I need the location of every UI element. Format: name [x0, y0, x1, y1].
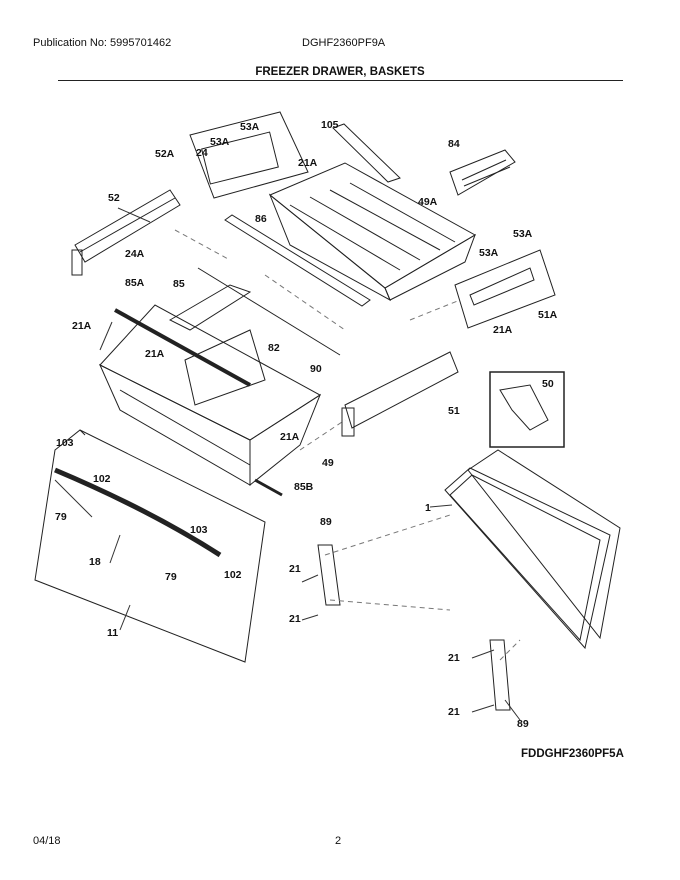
callout-49A: 49A — [418, 196, 438, 208]
callout-11: 11 — [107, 627, 118, 639]
model-number: DGHF2360PF9A — [302, 37, 386, 49]
callout-85B: 85B — [294, 481, 314, 493]
diagram-code: FDDGHF2360PF5A — [521, 748, 624, 760]
callout-52A: 52A — [155, 148, 175, 160]
callout-105: 105 — [321, 119, 339, 131]
inset-box-right-slide — [454, 249, 556, 329]
slide-bracket-top — [201, 131, 279, 185]
callout-21: 21 — [448, 652, 460, 664]
inset-box-part-50 — [489, 371, 565, 448]
callout-89: 89 — [517, 718, 529, 730]
callout-53A: 53A — [513, 228, 533, 240]
callout-21A: 21A — [280, 431, 300, 443]
callout-90: 90 — [310, 363, 322, 375]
part-84-panel — [449, 149, 516, 196]
callout-52: 52 — [108, 192, 120, 204]
footer-date: 04/18 — [33, 835, 61, 847]
callout-1: 1 — [425, 502, 431, 514]
callout-103: 103 — [56, 437, 74, 449]
callout-86: 86 — [255, 213, 267, 225]
part-1-gasket — [444, 467, 611, 650]
callout-21: 21 — [289, 563, 301, 575]
callout-89: 89 — [320, 516, 332, 528]
callout-53A: 53A — [210, 136, 230, 148]
callout-79: 79 — [55, 511, 67, 523]
callout-51: 51 — [448, 405, 460, 417]
part-85A-rod — [114, 308, 251, 387]
freezer-frame — [467, 449, 621, 640]
part-89-bracket-bottom — [489, 639, 511, 711]
callout-21A: 21A — [72, 320, 92, 332]
part-85-rod — [197, 267, 341, 356]
part-11-drawer-front — [34, 429, 266, 663]
callout-24: 24 — [196, 147, 208, 159]
callout-102: 102 — [93, 473, 111, 485]
part-105-bar — [332, 123, 401, 183]
part-18-handle — [54, 467, 222, 558]
callout-51A: 51A — [538, 309, 558, 321]
callout-18: 18 — [89, 556, 101, 568]
part-49A-basket — [269, 162, 477, 289]
callout-85A: 85A — [125, 277, 145, 289]
callout-103: 103 — [190, 524, 208, 536]
part-85-handle — [168, 284, 252, 331]
publication-number: Publication No: 5995701462 — [33, 37, 172, 49]
callout-84: 84 — [448, 138, 460, 150]
callout-21A: 21A — [298, 157, 318, 169]
callout-21A: 21A — [145, 348, 165, 360]
callout-53A: 53A — [479, 247, 499, 259]
callout-21: 21 — [289, 613, 301, 625]
page-title: FREEZER DRAWER, BASKETS — [255, 66, 425, 78]
callout-53A: 53A — [240, 121, 260, 133]
callout-50: 50 — [542, 378, 554, 390]
part-82-divider — [184, 329, 266, 406]
title-divider — [58, 80, 623, 81]
callout-85: 85 — [173, 278, 185, 290]
callout-49: 49 — [322, 457, 334, 469]
inset-box-left-slide — [189, 111, 309, 199]
callout-21A: 21A — [493, 324, 513, 336]
part-86-bar — [224, 214, 371, 307]
part-51-rail — [344, 351, 459, 429]
page-number: 2 — [335, 835, 342, 847]
part-89-bracket-top — [317, 544, 341, 606]
part-85B-strip — [254, 478, 283, 497]
callout-102: 102 — [224, 569, 242, 581]
callout-79: 79 — [165, 571, 177, 583]
callout-24A: 24A — [125, 248, 145, 260]
callout-82: 82 — [268, 342, 280, 354]
callout-21: 21 — [448, 706, 460, 718]
